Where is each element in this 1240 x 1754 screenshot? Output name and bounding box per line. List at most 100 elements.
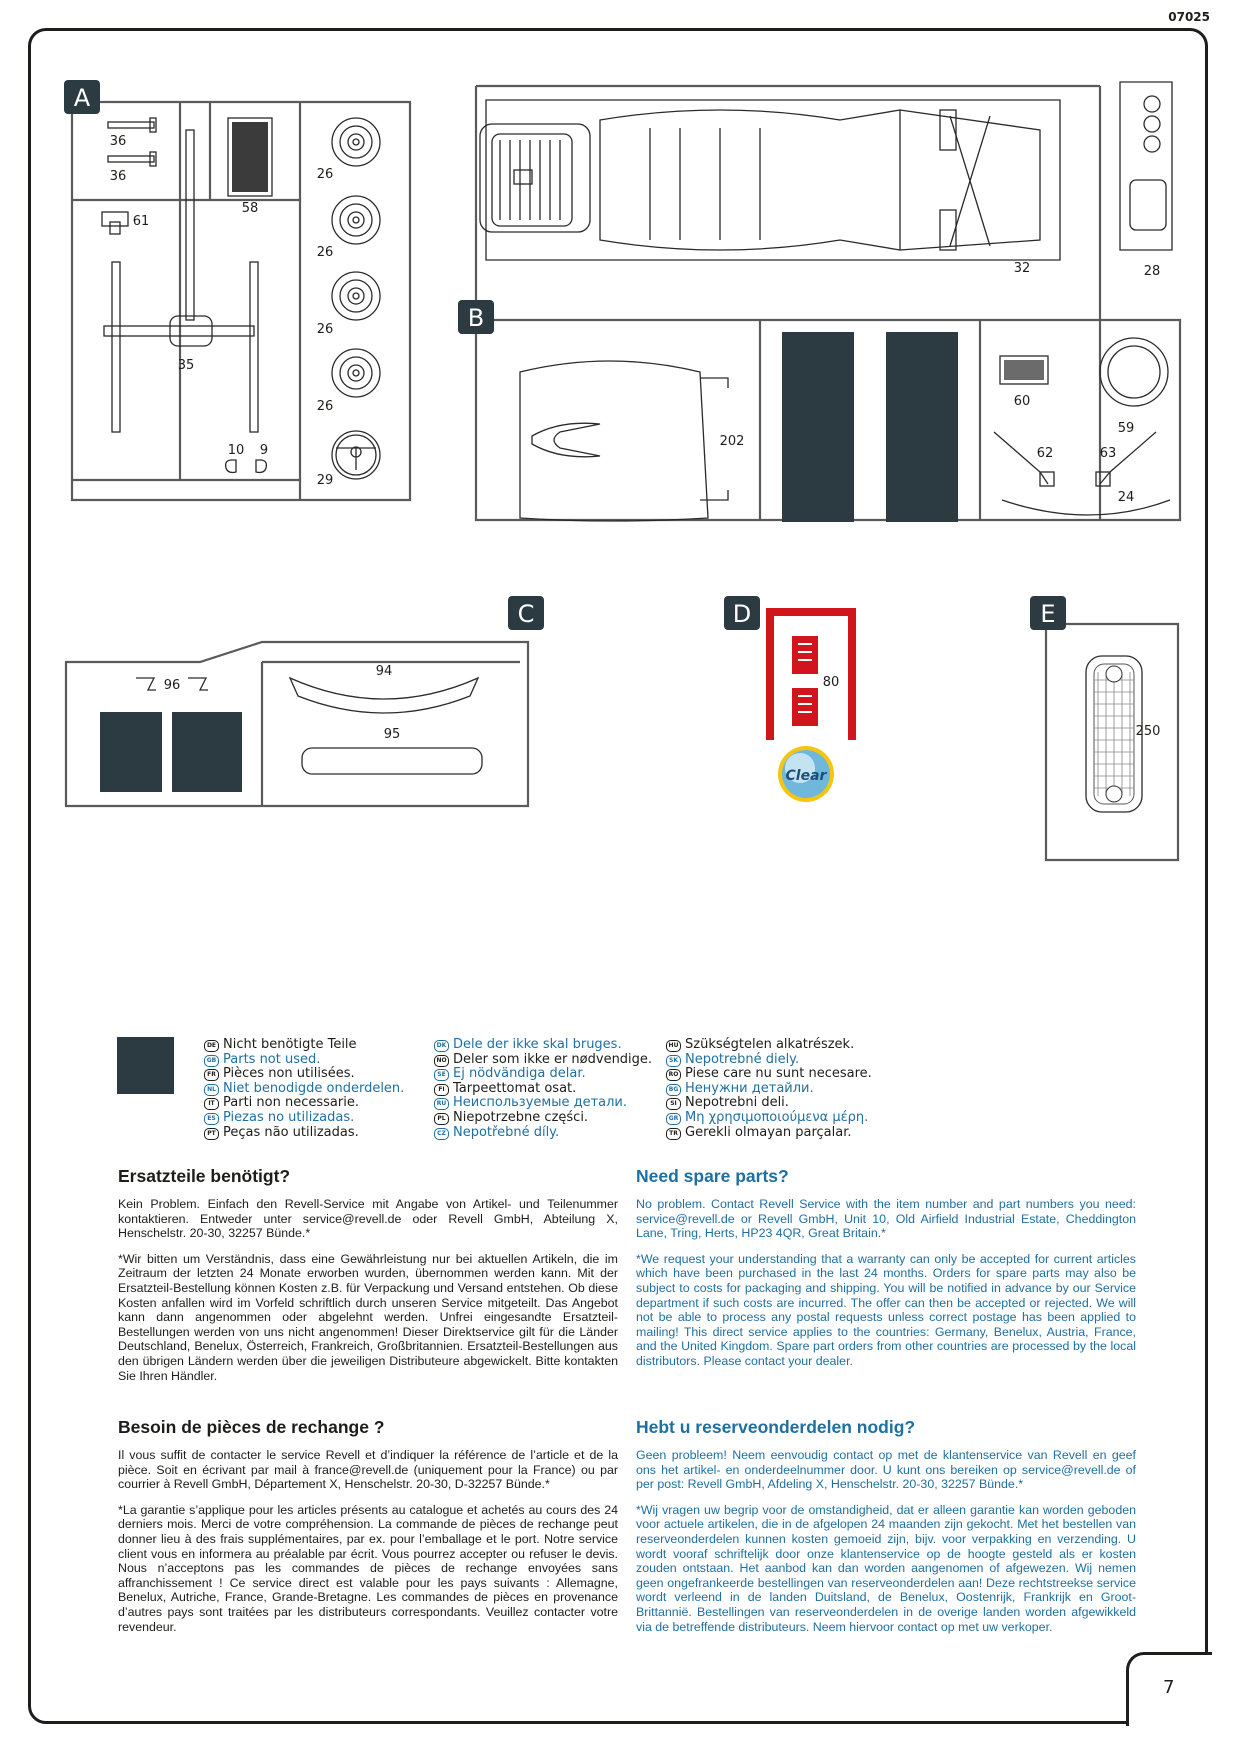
language-code-icon: PT [204, 1127, 219, 1140]
spare-parts-de: Ersatzteile benötigt? Kein Problem. Einf… [118, 1166, 618, 1394]
legend-item: SI Nepotrebni deli. [666, 1096, 872, 1111]
part-58-grille [227, 117, 273, 197]
page-number: 7 [1163, 1677, 1175, 1698]
part-label: 61 [133, 214, 150, 229]
section-title: Need spare parts? [636, 1166, 789, 1186]
language-code-icon: TR [666, 1127, 681, 1140]
sprue-b: B 32 28 202 60 59 62 63 24 [458, 81, 1182, 522]
language-code-icon: DE [204, 1040, 219, 1052]
part-label: 26 [317, 167, 334, 182]
legend-text: Nepotrebni deli. [685, 1095, 789, 1111]
unused-parts-swatch [117, 1037, 174, 1094]
legend-text: Pièces non utilisées. [223, 1066, 355, 1082]
sprue-e: E 250 [1030, 596, 1180, 862]
part-label: 60 [1014, 394, 1031, 409]
language-code-icon: PL [434, 1112, 449, 1125]
legend-text: Gerekli olmayan parçalar. [685, 1124, 852, 1140]
page-number-tab: 7 [1126, 1652, 1212, 1726]
legend-text: Piezas no utilizadas. [223, 1109, 355, 1125]
language-code-icon: NO [434, 1054, 449, 1067]
language-code-icon: GR [666, 1112, 681, 1125]
spare-parts-nl: Hebt u reserveonderdelen nodig? Geen pro… [636, 1417, 1136, 1645]
part-label: 80 [823, 675, 840, 690]
legend-item: TR Gerekli olmayan parçalar. [666, 1124, 872, 1141]
sprue-a: A 36 36 61 58 35 10 9 26 26 26 26 29 [64, 80, 412, 502]
clear-parts-badge: Clear [786, 768, 828, 784]
part-label: 63 [1100, 446, 1117, 461]
legend-text: Peças não utilizadas. [223, 1124, 359, 1140]
unused-part [172, 712, 242, 792]
legend-item: FR Pièces non utilisées. [204, 1066, 404, 1082]
section-title: Hebt u reserveonderdelen nodig? [636, 1417, 916, 1437]
part-61-bracket [101, 211, 129, 227]
legend-text: Parti non necessarie. [223, 1095, 359, 1111]
legend-text: Nepotrebné diely. [685, 1051, 800, 1067]
section-title: Ersatzteile benötigt? [118, 1166, 291, 1186]
paragraph: Kein Problem. Einfach den Revell-Service… [118, 1197, 618, 1241]
part-label: 10 [228, 443, 245, 458]
part-94-spoiler [288, 676, 480, 714]
language-code-icon: BG [666, 1083, 681, 1096]
part-32-chassis [479, 99, 1061, 261]
language-code-icon: SI [666, 1098, 681, 1111]
sprue-letter-c: C [518, 600, 535, 628]
part-202-hood [519, 360, 729, 522]
legend-text: Tarpeettomat osat. [453, 1080, 577, 1096]
part-9 [255, 459, 268, 474]
part-label: 24 [1118, 490, 1135, 505]
sprue-letter-b: B [468, 304, 484, 332]
legend-item: NO Deler som ikke er nødvendige. [434, 1051, 653, 1068]
legend-item: RU Неиспользуемые детали. [434, 1096, 652, 1111]
part-95-bumper [301, 747, 483, 775]
part-label: 96 [164, 678, 181, 693]
paragraph: *We request your understanding that a wa… [636, 1251, 1136, 1368]
language-code-icon: FR [204, 1069, 219, 1082]
legend-text: Неиспользуемые детали. [453, 1095, 628, 1111]
part-35-axle [103, 129, 259, 433]
legend-text: Niepotrzebne części. [453, 1109, 589, 1125]
sprue-letter-e: E [1040, 600, 1055, 628]
sprue-letter-d: D [733, 600, 751, 628]
language-code-icon: GB [204, 1054, 219, 1067]
part-label: 26 [317, 245, 334, 260]
legend-text: Nepotřebné díly. [453, 1124, 560, 1140]
legend-text: Ej nödvändiga delar. [453, 1066, 586, 1082]
paragraph: *La garantie s’applique pour les article… [118, 1502, 618, 1634]
part-label: 62 [1037, 446, 1054, 461]
paragraph: Il vous suffit de contacter le service R… [118, 1448, 618, 1492]
part-label: 9 [260, 443, 268, 458]
part-label: 202 [720, 434, 745, 449]
legend-item: ES Piezas no utilizadas. [204, 1109, 404, 1126]
document-code: 07025 [1168, 10, 1210, 24]
unused-part [100, 712, 162, 792]
language-code-icon: ES [204, 1112, 219, 1125]
language-code-icon: NL [204, 1083, 219, 1096]
part-label: 26 [317, 322, 334, 337]
legend-text: Deler som ikke er nødvendige. [453, 1051, 653, 1067]
legend-text: Nicht benötigte Teile [223, 1037, 357, 1052]
language-code-icon: RU [434, 1098, 449, 1111]
language-code-icon: SE [434, 1069, 449, 1082]
part-label: 59 [1118, 421, 1135, 436]
language-code-icon: HU [666, 1040, 681, 1052]
part-250-grille [1085, 655, 1143, 813]
part-29-steering-wheel [331, 430, 381, 480]
part-label: 29 [317, 473, 334, 488]
part-label: 36 [110, 169, 127, 184]
legend-text: Μη χρησιμοποιούμενα μέρη. [685, 1109, 869, 1125]
part-label: 58 [242, 201, 259, 216]
paragraph: *Wir bitten um Verständnis, dass eine Ge… [118, 1251, 618, 1383]
spare-parts-fr: Besoin de pièces de rechange ? Il vous s… [118, 1417, 618, 1645]
part-label: 28 [1144, 264, 1161, 279]
language-code-icon: CZ [434, 1127, 449, 1140]
